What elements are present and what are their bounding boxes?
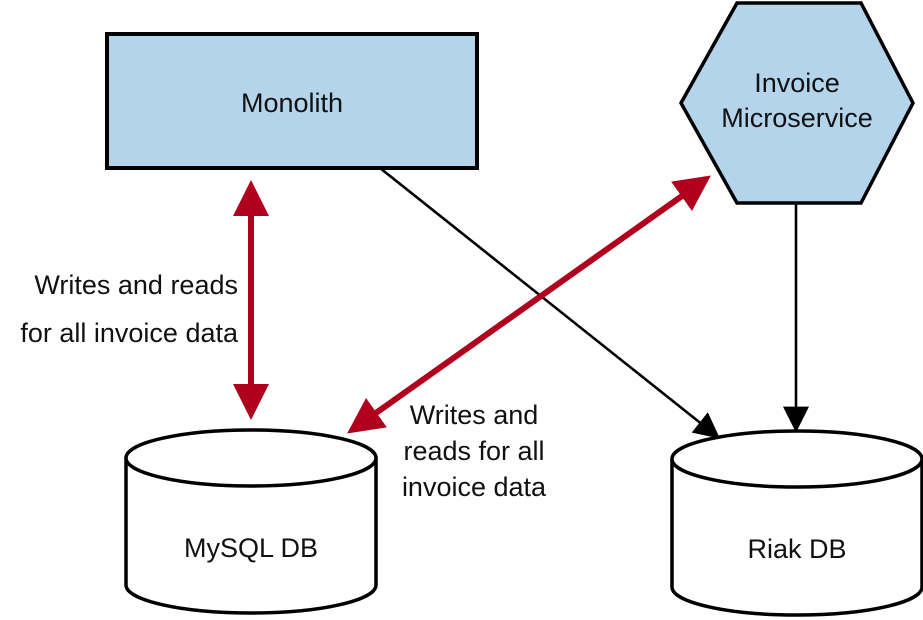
riak-label: Riak DB <box>747 534 846 564</box>
mysql-db-node[interactable]: MySQL DB <box>124 428 378 615</box>
edge-label-monolith-mysql-line1: Writes and reads <box>34 270 238 300</box>
edge-label-invoice-mysql-line2: reads for all <box>403 436 544 466</box>
edge-label-monolith-mysql-line2: for all invoice data <box>20 318 239 348</box>
mysql-label: MySQL DB <box>184 533 318 563</box>
riak-db-node[interactable]: Riak DB <box>670 429 923 617</box>
invoice-label-line2: Microservice <box>721 103 873 133</box>
invoice-label-line1: Invoice <box>754 68 840 98</box>
edge-invoice-mysql <box>347 175 711 434</box>
edge-label-invoice-mysql-line1: Writes and <box>410 400 539 430</box>
monolith-node[interactable]: Monolith <box>105 32 479 170</box>
edge-label-invoice-mysql-line3: invoice data <box>402 472 547 502</box>
invoice-microservice-node[interactable]: Invoice Microservice <box>678 1 915 205</box>
monolith-label: Monolith <box>241 88 343 118</box>
